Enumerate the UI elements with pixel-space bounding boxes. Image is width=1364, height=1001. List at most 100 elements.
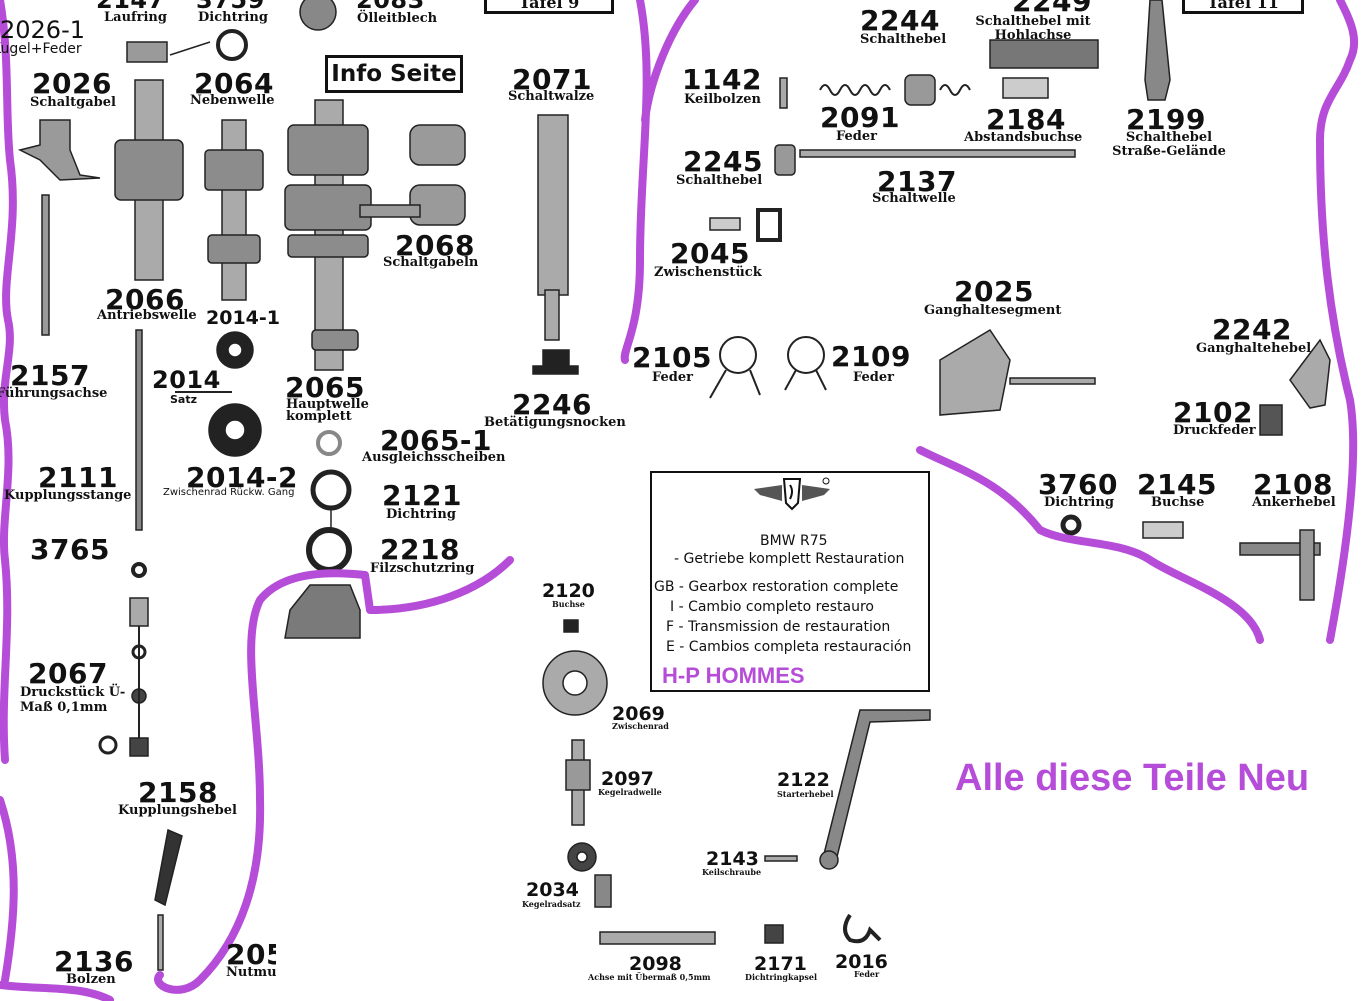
- guide-axle-2157-icon: [41, 194, 50, 336]
- laufring-2147-icon: [126, 41, 168, 63]
- part-number: 2068: [395, 229, 475, 262]
- part-desc: Buchse: [552, 599, 585, 609]
- part-desc: Dichtringkapsel: [745, 972, 817, 982]
- part-desc: Ankerhebel: [1252, 495, 1336, 510]
- part-number: 2071: [512, 63, 592, 96]
- part-desc: Keilbolzen: [684, 92, 761, 107]
- bolt-2136-icon: [157, 914, 164, 971]
- part-number: 2171: [754, 953, 807, 975]
- part-number: 2065-1: [380, 424, 493, 457]
- part-desc: Nebenwelle: [190, 93, 275, 108]
- part-desc: Kupplungshebel: [118, 803, 237, 818]
- part-number: 2014: [152, 366, 221, 394]
- tafel-11-box[interactable]: Tafel 11: [1182, 0, 1304, 14]
- part-desc: Feder: [836, 129, 877, 144]
- bracket-icon: [284, 584, 361, 639]
- shift-lever-2245-icon: [774, 144, 796, 176]
- part-number: 2121: [382, 479, 462, 512]
- part-desc: Betätigungsnocken: [484, 415, 626, 430]
- tafel-9-box[interactable]: Tafel 9: [484, 0, 614, 14]
- part-number: 2122: [777, 769, 830, 791]
- part-number: 3759: [196, 0, 265, 14]
- part-desc: Schaltwalze: [508, 89, 595, 104]
- part-number: 2105: [632, 341, 712, 374]
- part-number: 2102: [1173, 396, 1253, 429]
- seal-2121-icon: [310, 469, 352, 511]
- part-number: 2091: [820, 101, 900, 134]
- part-number: 2244: [860, 4, 940, 37]
- part-desc: Dichtring: [386, 507, 456, 522]
- part-desc: Satz: [170, 393, 198, 406]
- part-number: 2069: [612, 703, 665, 725]
- felt-ring-2218-icon: [306, 527, 352, 573]
- part-desc: Schaltgabeln: [383, 255, 479, 270]
- part-desc: Zwischenrad Rückw. Gang: [163, 487, 295, 498]
- bushing-2145-icon: [1142, 521, 1184, 539]
- spacer-2045-icon: [709, 217, 741, 231]
- part-number: 2098: [629, 953, 682, 975]
- shift-fork-2026-icon: [17, 119, 101, 181]
- part-desc: Antriebswelle: [97, 308, 197, 323]
- part-desc: Hauptwelle komplett: [286, 397, 369, 424]
- axle-2098-icon: [599, 931, 716, 945]
- olleitblech-2083-icon: [299, 0, 337, 31]
- shim-2065-1-icon: [316, 430, 342, 456]
- legend-title: BMW R75: [760, 533, 828, 549]
- bushing-2120-icon: [563, 619, 579, 633]
- part-number: 2034: [526, 879, 579, 901]
- part-desc: Filzschutzring: [370, 561, 475, 576]
- part-number: 3765: [30, 533, 110, 566]
- author-label: H-P HOMMES: [662, 663, 805, 688]
- part-number: 2143: [706, 848, 759, 870]
- wedge-screw-2143-icon: [764, 855, 798, 862]
- part-number: 2026: [32, 67, 112, 100]
- part-desc: Starterhebel: [777, 789, 834, 799]
- part-number: 2245: [683, 145, 763, 178]
- part-desc: Laufring: [104, 10, 167, 25]
- part-desc: Bolzen: [66, 972, 116, 987]
- part-desc: Schalthebel Straße-Gelände: [1112, 130, 1226, 159]
- part-number: 2249: [1012, 0, 1092, 18]
- part-number: 2083: [356, 0, 425, 14]
- part-desc: Kegelradsatz: [522, 899, 581, 909]
- part-desc: Dichtring: [198, 10, 268, 25]
- part-number: 2067: [28, 657, 108, 690]
- countershaft-2064-icon: [221, 119, 247, 301]
- part-number: 1142: [682, 63, 762, 96]
- part-number: 2147: [96, 0, 165, 14]
- part-desc: Ölleitblech: [357, 11, 438, 26]
- shift-shaft-2137-icon: [799, 149, 1076, 158]
- part-number: 2014-1: [206, 307, 280, 329]
- seal-3760-icon: [1060, 514, 1082, 536]
- part-number: 2158: [138, 776, 218, 809]
- part-desc: Keilschraube: [702, 867, 762, 877]
- shift-lever-hollow-2249-icon: [989, 39, 1099, 69]
- part-number: 2026-1: [0, 16, 86, 44]
- part-number: 2108: [1253, 468, 1333, 501]
- part-number: 2097: [601, 768, 654, 790]
- part-desc: Schalthebel mit Hohlachse: [975, 14, 1091, 43]
- spring-2105-icon: [719, 336, 757, 374]
- part-desc: Führungsachse: [0, 386, 108, 401]
- part-number: 2045: [670, 237, 750, 270]
- part-desc: Kupplungsstange: [4, 488, 132, 503]
- restoration-legend-box: BMW R75 - Getriebe komplett Restauration…: [650, 471, 930, 692]
- headline-all-parts-new: Alle diese Teile Neu: [955, 757, 1310, 799]
- info-page-button[interactable]: Info Seite: [325, 55, 463, 93]
- part-number: 3760: [1038, 468, 1118, 501]
- part-desc: Schalthebel: [676, 173, 763, 188]
- shift-lever-2244-icon: [904, 74, 936, 106]
- shift-forks-2068-icon: [409, 124, 466, 166]
- ring-3759-icon: [216, 29, 248, 61]
- legend-line-i: I - Cambio completo restauro: [670, 599, 874, 615]
- part-number: 2137: [877, 165, 957, 198]
- tafel-9-label: Tafel 9: [518, 0, 580, 10]
- shift-lever-2199-icon: [1144, 0, 1171, 101]
- part-desc: Schaltgabel: [30, 95, 116, 110]
- part-desc: Buchse: [1151, 495, 1205, 510]
- part-desc: Ganghaltehebel: [1196, 341, 1312, 356]
- part-desc: Zwischenrad: [612, 721, 669, 731]
- ring-3765-icon: [131, 562, 147, 578]
